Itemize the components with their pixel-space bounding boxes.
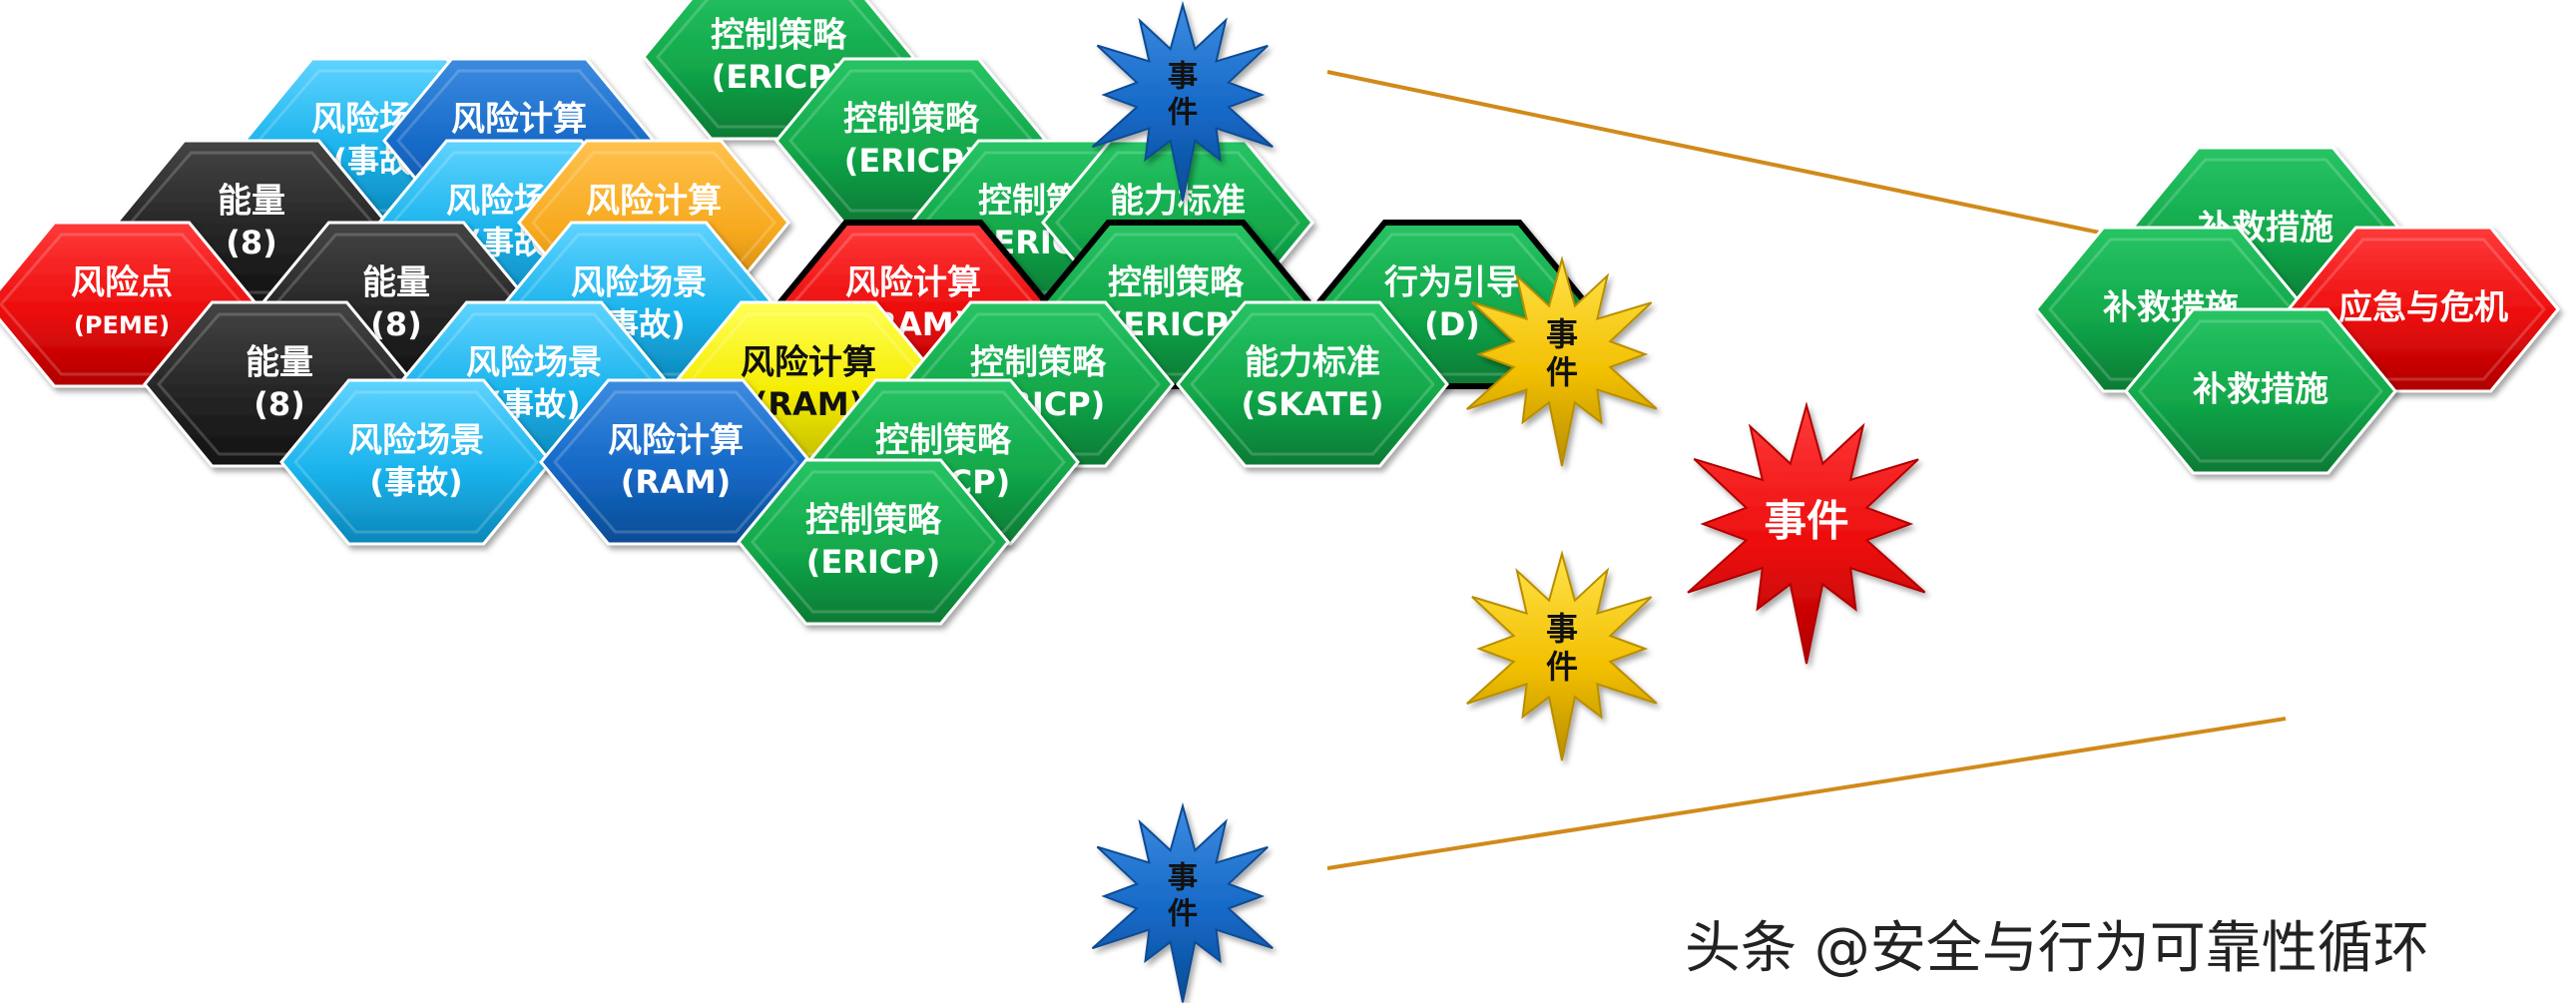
- hexagon-label: 补救措施: [2193, 370, 2328, 410]
- starburst-shape: [1091, 801, 1274, 1003]
- event-label: 事: [1168, 59, 1198, 94]
- hexagon-cluster: 控制策略(ERICP)风险场景(事故)风险计算(RAM)控制策略(ERICP)能…: [0, 0, 1591, 626]
- hexagon-bevel: [751, 470, 996, 614]
- event-label: 事: [1546, 610, 1578, 648]
- watermark-text: 头条 @安全与行为可靠性循环: [1685, 916, 2429, 981]
- hexagon-label: 应急与危机: [2338, 288, 2508, 328]
- hexagon-h20: 能力标准(SKATE): [1176, 300, 1449, 468]
- hexagon-label: 能量: [218, 182, 285, 222]
- hexagon-label: 能力标准: [1245, 343, 1380, 383]
- hexagon-shape: [2124, 307, 2397, 475]
- starburst-shape: [1466, 550, 1658, 761]
- hexagon-label: 控制策略: [875, 421, 1012, 461]
- event-label: 件: [1546, 353, 1578, 391]
- hexagon-label: 风险场景: [466, 343, 602, 383]
- hexagon-label: 风险计算: [741, 343, 876, 383]
- hexagon-label: 控制策略: [711, 16, 847, 56]
- hexagon-label: 风险场景: [348, 421, 484, 461]
- hexagon-sublabel: (8): [254, 385, 305, 423]
- hexagon-label: 能量: [246, 343, 313, 383]
- hexagon-bevel: [293, 390, 539, 534]
- event-burst-e2: 事件: [1466, 255, 1658, 467]
- hexagon-label: 控制策略: [843, 100, 980, 140]
- hexagon-label: 风险点: [71, 263, 173, 303]
- hexagon-h22: 风险计算(RAM): [539, 378, 812, 546]
- event-label: 件: [1546, 648, 1578, 686]
- hexagon-sublabel: (ERICP): [806, 543, 941, 581]
- event-label: 件: [1168, 96, 1198, 131]
- event-label: 事: [1546, 315, 1578, 353]
- hexagon-label: 控制策略: [1108, 263, 1245, 303]
- hexagon-bevel: [656, 0, 901, 129]
- hexagon-label: 控制策略: [805, 501, 942, 541]
- hexagon-sublabel: (8): [226, 224, 277, 261]
- hexagon-label: 风险场景: [571, 263, 707, 303]
- hexagon-label: 能量: [362, 263, 430, 303]
- hexagon-h28: 补救措施: [2124, 307, 2397, 475]
- hexagon-sublabel: (8): [370, 305, 422, 343]
- starburst-shape: [1466, 255, 1658, 467]
- connector-line-bottom: [1326, 717, 2287, 870]
- event-label: 事: [1168, 860, 1198, 895]
- event-burst-e3: 事件: [1687, 401, 1926, 665]
- hexagon-label: 风险计算: [586, 182, 722, 222]
- recovery-cluster: 补救措施补救措施应急与危机补救措施: [2034, 146, 2560, 475]
- hexagon-bevel: [1190, 312, 1435, 456]
- hexagon-label: 风险计算: [451, 100, 587, 140]
- hexagon-h21: 风险场景(事故): [279, 378, 553, 546]
- event-burst-e1: 事件: [1091, 0, 1274, 202]
- hexagon-sublabel: (PEME): [74, 311, 170, 339]
- hexagon-sublabel: (事故): [369, 463, 462, 501]
- hexagon-shape: [1176, 300, 1449, 468]
- starburst-shape: [1687, 401, 1926, 665]
- hexagon-label: 风险计算: [845, 263, 981, 303]
- hexagon-h24: 控制策略(ERICP): [737, 458, 1010, 626]
- hexagon-label: 风险计算: [608, 421, 744, 461]
- hexagon-bevel: [2138, 319, 2383, 463]
- event-burst-e4: 事件: [1466, 550, 1658, 761]
- event-burst-e5: 事件: [1091, 801, 1274, 1003]
- hexagon-bevel: [553, 390, 798, 534]
- hexagon-sublabel: (D): [1424, 305, 1480, 343]
- hexagon-sublabel: (RAM): [621, 463, 732, 501]
- hexagon-label: 行为引导: [1384, 263, 1520, 303]
- event-label: 件: [1168, 897, 1198, 932]
- hexagon-shape: [737, 458, 1010, 626]
- hexagon-label: 控制策略: [970, 343, 1107, 383]
- hexagon-sublabel: (SKATE): [1241, 385, 1383, 423]
- event-label: 事件: [1764, 498, 1848, 547]
- starburst-shape: [1091, 0, 1274, 202]
- hexagon-label: 能力标准: [1110, 182, 1246, 222]
